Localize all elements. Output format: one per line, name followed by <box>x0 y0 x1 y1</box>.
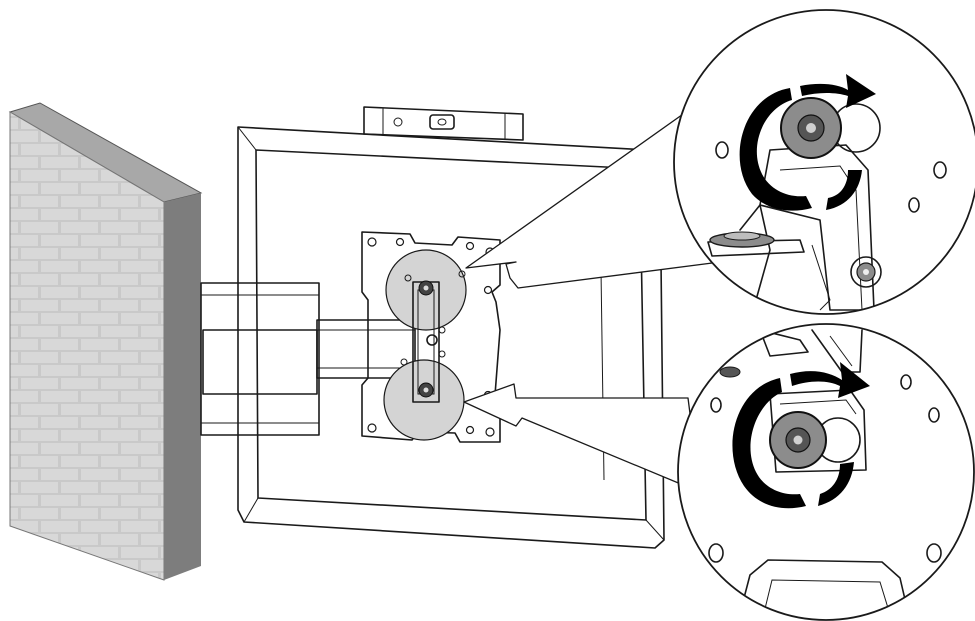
callout-leaders <box>463 111 721 493</box>
articulating-arm <box>200 282 416 436</box>
arm-wall-bracket <box>200 282 320 436</box>
rotate-clockwise-icon <box>739 74 876 211</box>
wall-side-face <box>164 193 201 580</box>
brick-wall <box>8 102 203 581</box>
level-vial <box>429 114 455 130</box>
bubble-level <box>363 106 524 141</box>
tv-inner-bezel <box>255 149 647 521</box>
arm-link <box>202 329 318 395</box>
rotate-clockwise-icon <box>732 362 870 509</box>
arm-extension <box>316 319 416 379</box>
zoom-callout-upper <box>673 9 975 315</box>
vesa-mount-plate <box>361 231 501 443</box>
lower-detail-zone <box>383 359 465 441</box>
zoom-callout-lower <box>677 323 975 621</box>
